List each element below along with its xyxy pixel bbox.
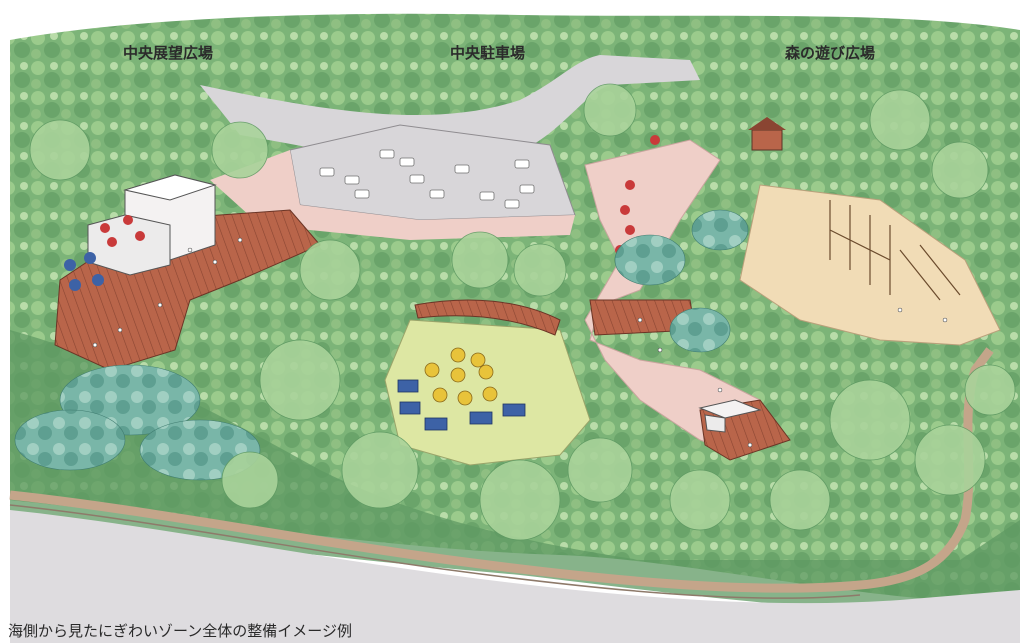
- yellow-umbrellas: [424, 347, 498, 406]
- ground-bottom: [10, 510, 1020, 643]
- road: [200, 55, 700, 165]
- bottom-trail-edge: [9, 504, 861, 599]
- image-caption: 海側から見たにぎわいゾーン全体の整備イメージ例: [8, 622, 352, 640]
- observation-building: [87, 174, 217, 276]
- bottom-trail: [9, 347, 994, 593]
- tree-canopies: [29, 83, 1016, 541]
- pink-plaza-left: [210, 150, 575, 240]
- parked-cars: [319, 149, 535, 209]
- people: [92, 237, 948, 448]
- treehouse: [748, 117, 786, 151]
- label-central-observation-plaza: 中央展望広場: [123, 44, 214, 62]
- meadow-bridge: [414, 299, 561, 336]
- label-central-parking: 中央駐車場: [450, 44, 526, 62]
- left-blue-umbrellas: [64, 252, 104, 291]
- right-cafe: [698, 399, 762, 433]
- blue-tents: [397, 379, 526, 431]
- label-forest-play-plaza: 森の遊び広場: [785, 44, 876, 62]
- teal-trees: [14, 209, 749, 481]
- play-structures: [829, 200, 961, 301]
